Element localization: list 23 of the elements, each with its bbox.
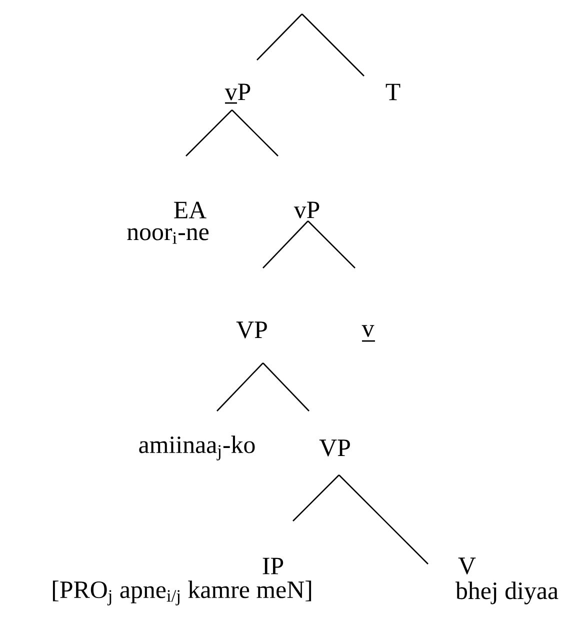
category-label: vP [294,202,320,218]
category-label: IP [262,558,284,574]
category-label: EA [174,202,206,218]
tree-branch [256,14,302,60]
word-label: [PRO$_{j}$ apne$_{i/j}$ kamre meN] [52,580,312,606]
tree-branch [262,362,310,412]
tree-branch [302,14,364,76]
tree-branch [186,110,232,156]
tree-branch [216,362,264,412]
word-label: bhej diyaa [455,582,558,604]
tree-branch [232,110,278,156]
tree-branch [308,220,356,268]
tree-branch [262,220,308,268]
tree-branch [292,474,340,522]
category-label: v [362,325,374,337]
category-label: T [386,84,400,100]
category-label: amiinaa$_{j}$-ko [139,436,255,460]
category-label: VP [236,322,267,338]
category-label: vP [224,84,250,100]
category-label: V [458,558,476,574]
tree-branch [338,474,428,564]
word-label: noor$_{i}$-ne [127,228,209,244]
category-label: VP [319,440,350,456]
